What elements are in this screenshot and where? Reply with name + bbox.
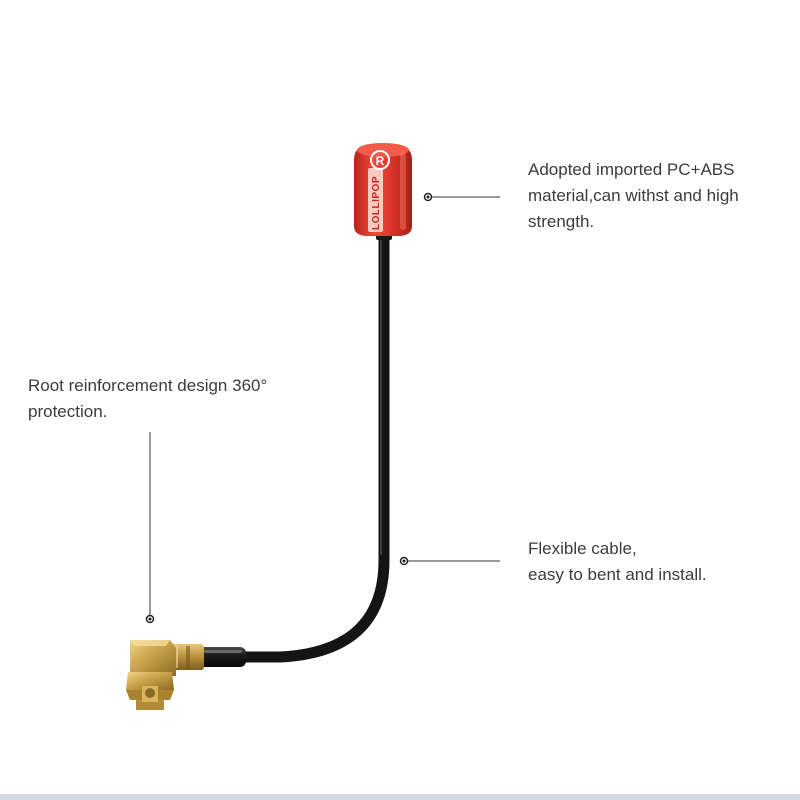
cable-root-sleeve-highlight — [204, 650, 242, 653]
bottom-divider-bar — [0, 794, 800, 800]
callout-material-line: strength. — [528, 212, 595, 231]
sma-connector — [126, 640, 204, 710]
cap-label: LOLLIPOP — [371, 176, 382, 230]
callout-root-reinforcement: Root reinforcement design 360° protectio… — [28, 373, 267, 425]
callout-line-mid — [399, 556, 500, 566]
callout-root-line: Root reinforcement design 360° — [28, 376, 268, 395]
callout-root-line: protection. — [28, 402, 108, 421]
callout-cable-line: Flexible cable, — [528, 539, 637, 558]
antenna-cap: LOLLIPOP R — [354, 143, 412, 236]
logo-circle — [370, 150, 390, 170]
callout-material-line: material,can withst and high — [528, 186, 739, 205]
callout-cable-line: easy to bent and install. — [528, 565, 707, 584]
callout-line-top — [423, 192, 500, 202]
cable — [202, 226, 390, 663]
callout-material: Adopted imported PC+ABS material,can wit… — [528, 157, 739, 235]
callout-line-left — [145, 432, 155, 624]
callout-material-line: Adopted imported PC+ABS — [528, 160, 735, 179]
logo-mark: R — [376, 154, 385, 168]
callout-flexible-cable: Flexible cable, easy to bent and install… — [528, 536, 707, 588]
